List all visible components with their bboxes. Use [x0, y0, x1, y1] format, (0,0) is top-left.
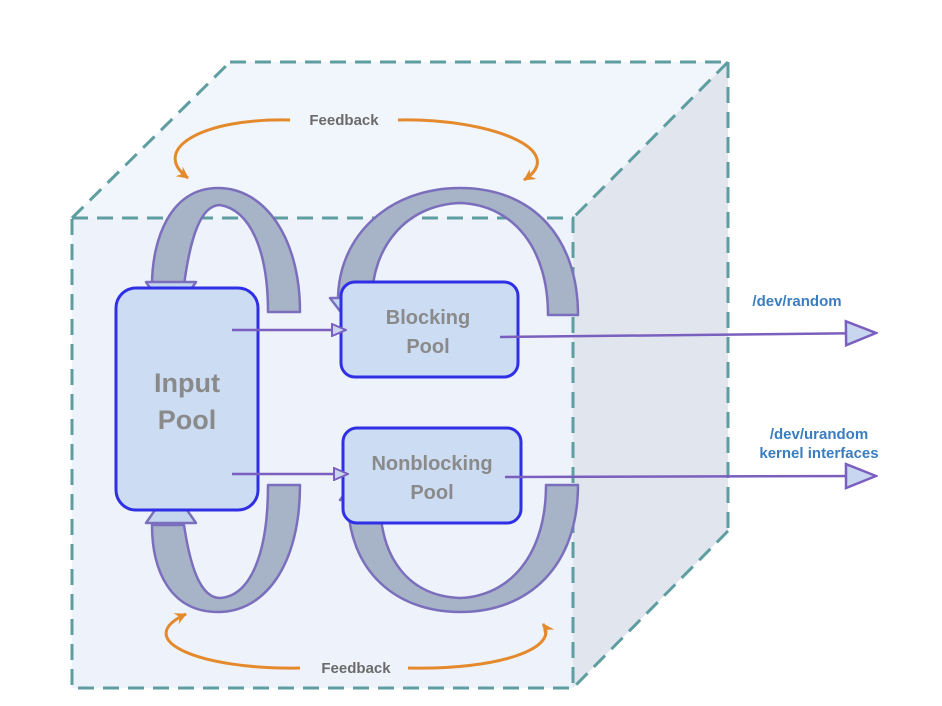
input-pool-label-line1: Input [154, 368, 220, 398]
feedback-bottom-right-arc [407, 623, 555, 670]
feedback-bottom-left-arc [164, 612, 301, 670]
nonblocking-pool-label-line2: Pool [410, 482, 453, 504]
dev-random-output-arrow [499, 333, 876, 337]
blocking-pool-box [339, 280, 520, 379]
dev-urandom-label-line2: kernel interfaces [759, 445, 878, 462]
feedback-top-right-arc [397, 118, 539, 182]
dev-random-label: /dev/random [752, 293, 841, 310]
output-loop-bottom-band [346, 483, 580, 614]
cube-side-face [573, 62, 728, 688]
cube-top-face [72, 62, 728, 218]
input-loop-top-band [150, 186, 302, 314]
feedback-bottom-label: Feedback [321, 660, 391, 677]
input-pool-label-line2: Pool [158, 405, 217, 435]
nonblocking-pool-box [341, 426, 523, 525]
input-loop-bottom-band [150, 483, 302, 614]
feedback-top-label: Feedback [309, 112, 379, 129]
nonblocking-pool-label-line1: Nonblocking [371, 453, 492, 475]
input-pool-box [114, 286, 260, 512]
dev-urandom-label-line1: /dev/urandom [770, 426, 868, 443]
dev-urandom-output-arrow [504, 476, 876, 477]
blocking-pool-label-line1: Blocking [386, 307, 470, 329]
feedback-top-left-arc [173, 118, 291, 180]
blocking-pool-label-line2: Pool [406, 336, 449, 358]
output-loop-top-band [336, 186, 580, 317]
